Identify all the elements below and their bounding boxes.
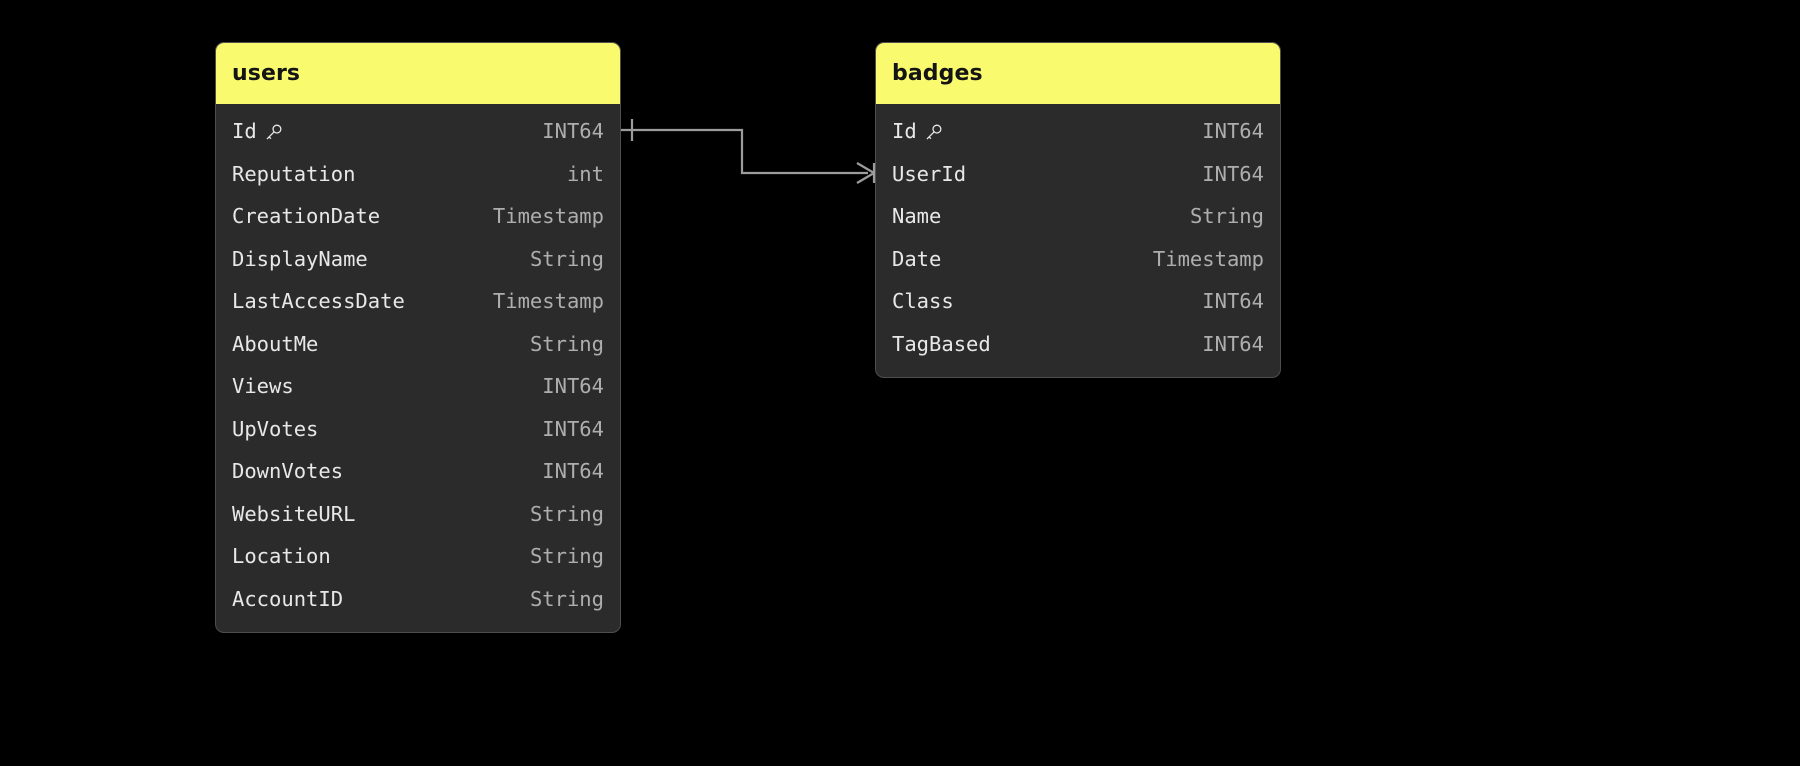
field-row[interactable]: CreationDate Timestamp <box>216 195 620 238</box>
field-label: UpVotes <box>232 416 319 441</box>
field-type: String <box>529 544 604 568</box>
field-name: UserId <box>892 161 967 186</box>
relationship-line-users-badges <box>621 128 868 175</box>
entity-card-users[interactable]: users Id INT64 Reputatio <box>215 42 621 633</box>
field-name: Views <box>232 376 294 397</box>
entity-title-badges: badges <box>876 43 1280 104</box>
field-type: Timestamp <box>492 289 604 313</box>
field-type: INT64 <box>1202 289 1264 313</box>
field-row[interactable]: Class INT64 <box>876 280 1280 323</box>
field-type: INT64 <box>542 416 604 441</box>
field-row[interactable]: UserId INT64 <box>876 153 1280 196</box>
field-name: Date <box>892 246 942 271</box>
field-row[interactable]: TagBased INT64 <box>876 323 1280 366</box>
field-name: Id <box>232 121 283 142</box>
field-label: Views <box>232 374 294 398</box>
field-name: AccountID <box>232 586 344 611</box>
field-type: String <box>529 331 604 356</box>
field-name: Class <box>892 291 954 312</box>
field-row[interactable]: Id INT64 <box>876 110 1280 153</box>
field-name: AboutMe <box>232 331 319 356</box>
field-name: Location <box>232 546 331 567</box>
field-name: Name <box>892 206 941 227</box>
field-type: INT64 <box>1202 161 1264 186</box>
field-label: LastAccessDate <box>232 289 405 313</box>
field-row[interactable]: WebsiteURL String <box>216 493 620 536</box>
field-row[interactable]: Name String <box>876 195 1280 238</box>
field-label: Reputation <box>232 161 356 186</box>
field-name: UpVotes <box>232 416 319 441</box>
field-type: INT64 <box>1202 119 1264 143</box>
field-row[interactable]: AboutMe String <box>216 323 620 366</box>
field-row[interactable]: Reputation int <box>216 153 620 196</box>
field-label: Name <box>892 204 942 228</box>
field-label: DisplayName <box>232 246 368 271</box>
field-label: AccountID <box>232 586 344 611</box>
field-label: DownVotes <box>232 459 344 483</box>
field-label: Id <box>892 119 917 143</box>
field-label: CreationDate <box>232 204 381 228</box>
field-row[interactable]: DisplayName String <box>216 238 620 281</box>
field-row[interactable]: Views INT64 <box>216 365 620 408</box>
field-type: INT64 <box>542 374 604 398</box>
field-type: INT64 <box>542 459 604 483</box>
entity-title-users: users <box>216 43 620 104</box>
key-icon <box>924 123 943 142</box>
field-label: Location <box>232 544 331 568</box>
field-type: Timestamp <box>492 204 604 228</box>
field-row[interactable]: Location String <box>216 535 620 578</box>
field-type: int <box>566 161 604 186</box>
field-label: WebsiteURL <box>232 501 356 526</box>
field-type: INT64 <box>542 119 604 143</box>
field-name: DisplayName <box>232 246 368 271</box>
field-row[interactable]: DownVotes INT64 <box>216 450 620 493</box>
field-name: WebsiteURL <box>232 501 356 526</box>
field-type: INT64 <box>1202 331 1264 356</box>
field-label: UserId <box>892 161 967 186</box>
field-name: LastAccessDate <box>232 291 405 312</box>
field-row[interactable]: UpVotes INT64 <box>216 408 620 451</box>
field-label: TagBased <box>892 331 991 356</box>
field-name: TagBased <box>892 331 991 356</box>
field-label: Id <box>232 119 257 143</box>
field-label: Date <box>892 246 942 271</box>
field-type: String <box>529 501 604 526</box>
entity-card-badges[interactable]: badges Id INT64 UserId <box>875 42 1281 378</box>
field-label: Class <box>892 289 954 313</box>
cardinality-many-marker <box>856 162 876 184</box>
field-type: String <box>529 246 604 271</box>
entity-fields-users: Id INT64 Reputation int <box>216 104 620 632</box>
key-icon <box>264 123 283 142</box>
field-row[interactable]: AccountID String <box>216 578 620 621</box>
field-name: CreationDate <box>232 206 380 227</box>
field-label: AboutMe <box>232 331 319 356</box>
field-type: String <box>529 586 604 611</box>
field-row[interactable]: Date Timestamp <box>876 238 1280 281</box>
field-name: Id <box>892 121 943 142</box>
field-type: Timestamp <box>1152 246 1264 271</box>
field-row[interactable]: LastAccessDate Timestamp <box>216 280 620 323</box>
field-name: DownVotes <box>232 461 343 482</box>
entity-fields-badges: Id INT64 UserId INT64 <box>876 104 1280 377</box>
field-row[interactable]: Id INT64 <box>216 110 620 153</box>
field-type: String <box>1189 204 1264 228</box>
field-name: Reputation <box>232 161 356 186</box>
